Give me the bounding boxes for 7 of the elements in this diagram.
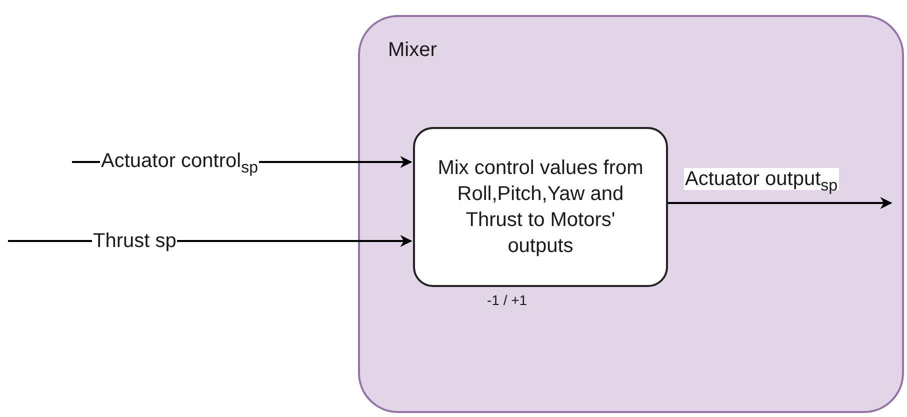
range-note: -1 / +1 <box>487 292 528 308</box>
process-text: Mix control values from Roll,Pitch,Yaw and Thrust to Motors' outputs <box>436 156 644 259</box>
process-box <box>413 127 668 287</box>
edge-label: Thrust sp <box>92 230 178 252</box>
arrow <box>668 197 892 209</box>
container-title: Mixer <box>388 39 437 62</box>
group-container <box>358 15 904 413</box>
